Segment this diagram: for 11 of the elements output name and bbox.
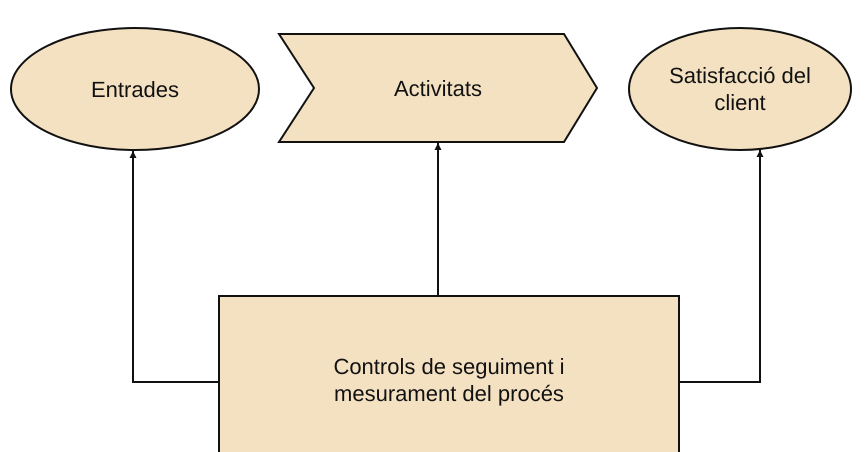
ellipse-node [628, 27, 852, 151]
node-label: Entrades [90, 76, 180, 102]
arrow [130, 151, 218, 383]
node-label: Satisfacció del client [668, 62, 812, 116]
arrow [434, 143, 442, 295]
arrow [680, 150, 764, 383]
node-label: Controls de seguiment i mesurament del procés [332, 353, 566, 407]
process-box [218, 295, 680, 452]
chevron-node [278, 33, 598, 143]
ellipse-node [10, 27, 260, 151]
node-label: Activitats [394, 74, 482, 102]
